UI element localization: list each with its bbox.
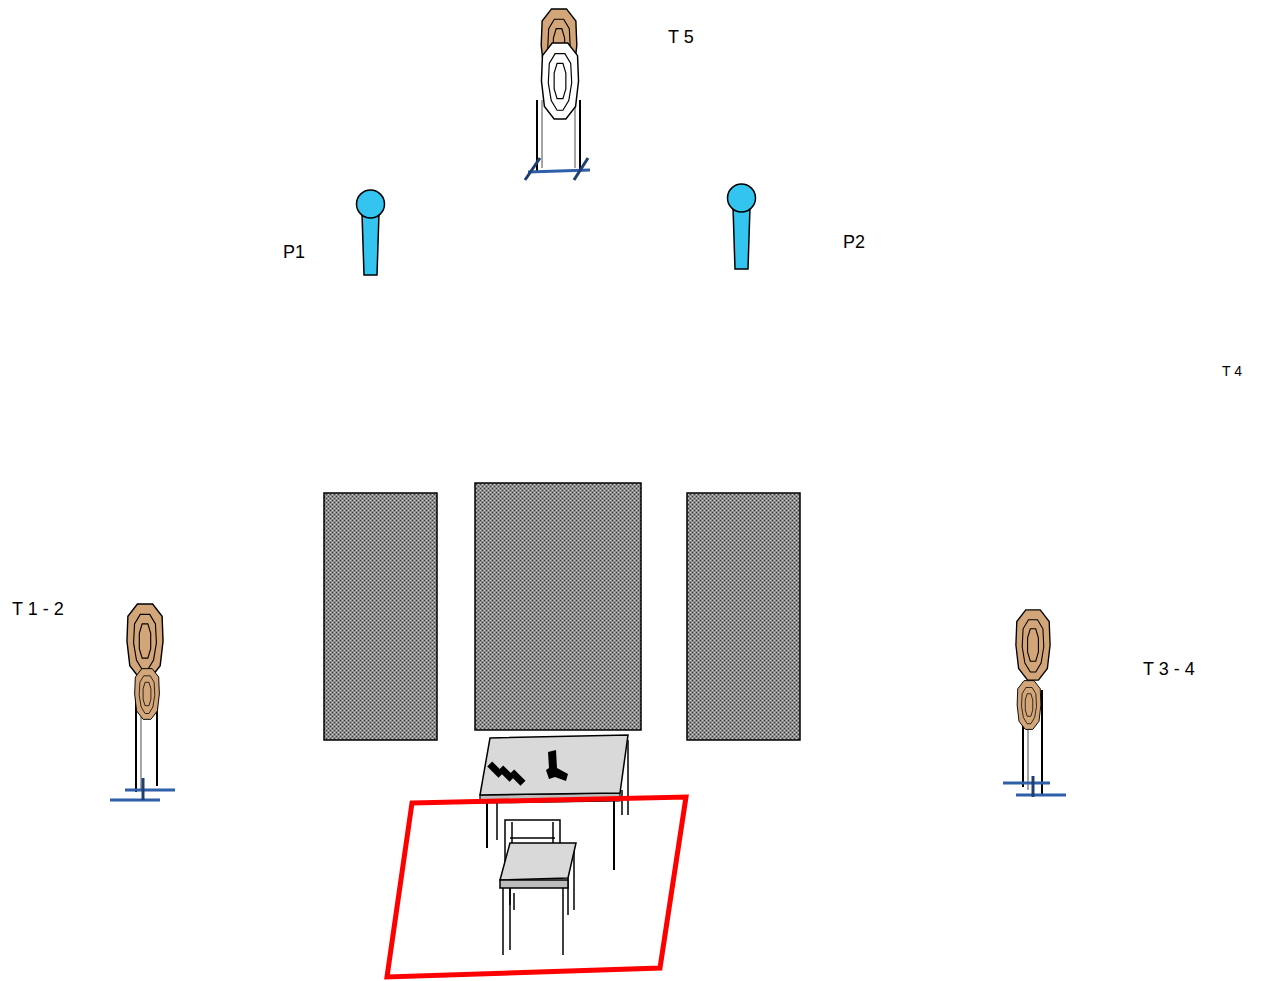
pistol: [546, 750, 568, 781]
popper: [357, 190, 385, 275]
cardboard-target: [127, 604, 163, 678]
target-stand: [110, 604, 175, 800]
chair: [500, 820, 576, 955]
no-shoot-target: [541, 43, 578, 119]
shooting-area: [387, 797, 686, 977]
target-label: T 4: [1222, 364, 1242, 379]
wall: [324, 493, 437, 740]
target-label: P1: [283, 243, 305, 263]
wall: [687, 493, 800, 740]
cardboard-target: [1017, 681, 1041, 730]
target-stand: [1003, 610, 1066, 797]
cardboard-target: [1016, 610, 1050, 680]
magazines: [487, 762, 525, 786]
wall: [475, 483, 641, 730]
popper: [728, 184, 756, 269]
target-label: T 1 - 2: [12, 600, 64, 620]
target-stand: [525, 9, 590, 180]
target-label: T 5: [668, 28, 694, 48]
target-label: P2: [843, 233, 865, 253]
cardboard-target: [135, 669, 160, 720]
target-label: T 3 - 4: [1143, 660, 1195, 680]
